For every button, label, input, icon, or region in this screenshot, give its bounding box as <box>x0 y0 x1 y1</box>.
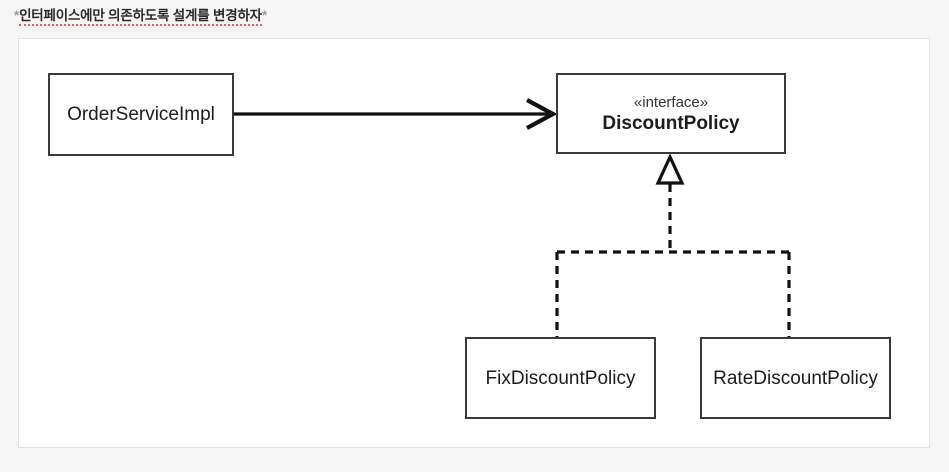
title-asterisk-left: * <box>14 8 20 23</box>
edge-realization-tree <box>555 153 791 337</box>
page-title: *인터페이스에만 의존하도록 설계를 변경하자* <box>14 8 267 26</box>
class-name-label: RateDiscountPolicy <box>713 367 878 389</box>
class-name-label: OrderServiceImpl <box>67 104 215 125</box>
uml-class-fix-discount-policy[interactable]: FixDiscountPolicy <box>465 337 656 419</box>
uml-class-rate-discount-policy[interactable]: RateDiscountPolicy <box>700 337 891 419</box>
class-name-label: DiscountPolicy <box>602 112 740 134</box>
class-stereotype-label: «interface» <box>633 93 709 111</box>
title-text: 인터페이스에만 의존하도록 설계를 변경하자 <box>19 8 262 26</box>
class-name-label: FixDiscountPolicy <box>485 367 636 389</box>
uml-class-order-service-impl[interactable]: OrderServiceImpl <box>48 73 234 156</box>
edge-dependency-order-to-discount <box>234 98 558 130</box>
uml-interface-discount-policy[interactable]: «interface» DiscountPolicy <box>556 73 786 154</box>
title-asterisk-right: * <box>261 8 267 23</box>
